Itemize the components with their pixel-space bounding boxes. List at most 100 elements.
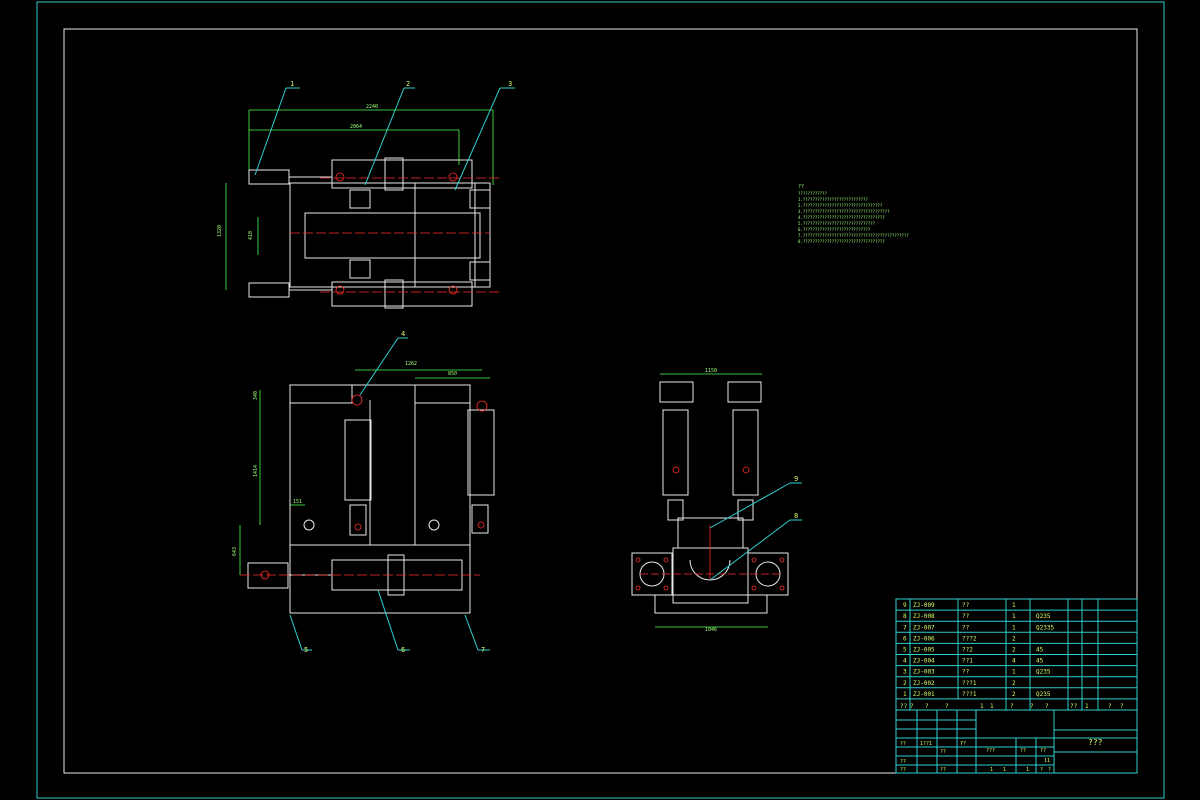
tb-cell-14: ? <box>1040 767 1043 773</box>
note-line-5: 5.?????????????????????????????? <box>798 221 876 226</box>
bom-header-12: ? <box>1120 703 1124 710</box>
bom-qty-5: 2 <box>1012 647 1016 654</box>
bom-name-4: ??1 <box>962 658 973 665</box>
tb-cell-8: ?? <box>900 767 906 773</box>
bom-header-1: ? <box>910 703 914 710</box>
callout-7: 7 <box>481 646 485 654</box>
bom-header-10: 1 <box>1085 703 1089 710</box>
bom-code-3: ZJ-003 <box>913 669 935 676</box>
bom-no-1: 1 <box>903 691 907 698</box>
bom-name-2: ???1 <box>962 680 977 687</box>
bom-qty-7: 1 <box>1012 624 1016 631</box>
front-dim-4: 1414 <box>253 465 259 477</box>
bom-name-6: ???2 <box>962 635 977 642</box>
bom-header-4: 1 <box>980 703 984 710</box>
note-line-4: 4.?????????????????????????????????? <box>798 215 885 220</box>
bom-no-6: 6 <box>903 635 907 642</box>
bom-header-9: ?? <box>1070 703 1078 710</box>
tb-cell-13: 1 <box>1026 767 1029 773</box>
callout-2: 2 <box>406 80 410 88</box>
bom-mat-7: Q2335 <box>1036 624 1054 631</box>
tb-cell-12: 1 <box>1003 767 1006 773</box>
side-dim-1: 1150 <box>705 368 717 374</box>
tb-cell-3: ?? <box>960 741 966 747</box>
bom-mat-5: 45 <box>1036 647 1044 654</box>
top-dim-1: 2240 <box>366 104 378 110</box>
bom-code-7: ZJ-007 <box>913 624 935 631</box>
callout-8: 8 <box>794 512 798 520</box>
bom-qty-9: 1 <box>1012 602 1016 609</box>
outer-sheet-border <box>36 1 1165 799</box>
bom-qty-8: 1 <box>1012 613 1016 620</box>
bom-name-5: ??2 <box>962 647 973 654</box>
tb-cell-0: ?? <box>900 741 906 747</box>
bom-mat-1: Q235 <box>1036 691 1051 698</box>
bom-qty-3: 1 <box>1012 669 1016 676</box>
inner-drawing-frame <box>63 28 1138 774</box>
tb-cell-16: 11 <box>1044 758 1050 764</box>
tb-cell-4: ?? <box>900 759 906 765</box>
bom-no-3: 3 <box>903 669 907 676</box>
bom-mat-8: Q235 <box>1036 613 1051 620</box>
top-dim-4: 410 <box>248 231 254 240</box>
bom-name-9: ?? <box>962 602 970 609</box>
bom-name-1: ???1 <box>962 691 977 698</box>
front-dim-6: 643 <box>232 547 238 556</box>
side-dim-2: 1046 <box>705 627 717 633</box>
front-view: 1262 850 340 1414 151 643 <box>232 330 495 654</box>
front-dim-1: 1262 <box>405 361 417 367</box>
tb-cell-1: 1??1 <box>920 741 932 747</box>
front-dim-3: 340 <box>253 391 259 400</box>
tb-cell-15: ? <box>1048 767 1051 773</box>
drawing-name: ??? <box>1088 738 1103 747</box>
bom-code-8: ZJ-008 <box>913 613 935 620</box>
bom-name-8: ?? <box>962 613 970 620</box>
bom-code-1: ZJ-001 <box>913 691 935 698</box>
top-dim-2: 2064 <box>350 124 362 130</box>
bom-qty-6: 2 <box>1012 635 1016 642</box>
bom-no-7: 7 <box>903 624 907 631</box>
bom-header-7: ? <box>1030 703 1034 710</box>
top-view: 2240 2064 1320 410 1 2 <box>217 80 515 309</box>
callout-1: 1 <box>290 80 294 88</box>
bom-code-2: ZJ-002 <box>913 680 935 687</box>
bom-no-8: 8 <box>903 613 907 620</box>
note-line-8: 8.?????????????????????????????????? <box>798 239 885 244</box>
note-line-0: ???????????? <box>798 191 827 196</box>
bom-header-5: 1 <box>990 703 994 710</box>
bom-no-5: 5 <box>903 647 907 654</box>
callout-5: 5 <box>304 646 308 654</box>
note-line-6: 6.???????????????????????????? <box>798 227 871 232</box>
bom-code-6: ZJ-006 <box>913 635 935 642</box>
bom-qty-1: 2 <box>1012 691 1016 698</box>
bom-header-11: ? <box>1108 703 1112 710</box>
title-block: ??? ?? 1??1 ?? ?? ?? ??? ?? ?? ?? ?? ? 1… <box>895 709 1138 774</box>
bom-header-8: ? <box>1045 703 1049 710</box>
bom-header-6: ? <box>1010 703 1014 710</box>
bom-header-0: ?? <box>900 703 908 710</box>
callout-9: 9 <box>794 475 798 483</box>
bom-no-9: 9 <box>903 602 907 609</box>
top-dim-3: 1320 <box>217 225 223 237</box>
bom-no-4: 4 <box>903 658 907 665</box>
notes-title: ?? <box>798 184 804 190</box>
bom-qty-2: 2 <box>1012 680 1016 687</box>
note-line-7: 7.??????????????????????????????????????… <box>798 233 909 238</box>
tb-cell-9: ?? <box>940 767 946 773</box>
front-dim-5: 151 <box>293 499 302 505</box>
bom-code-4: ZJ-004 <box>913 658 935 665</box>
side-view: 1150 1046 9 8 <box>631 368 802 633</box>
bom-code-5: ZJ-005 <box>913 647 935 654</box>
note-line-2: 2.????????????????????????????????? <box>798 203 883 208</box>
bom-name-3: ?? <box>962 669 970 676</box>
tb-cell-11: 1 <box>990 767 993 773</box>
tb-cell-2: ?? <box>940 749 946 755</box>
tb-cell-7: ?? <box>1040 748 1046 754</box>
bom-mat-3: Q235 <box>1036 669 1051 676</box>
bom-qty-4: 4 <box>1012 658 1016 665</box>
callout-4: 4 <box>401 330 405 338</box>
bom-no-2: 2 <box>903 680 907 687</box>
tb-cell-5: ??? <box>986 748 995 754</box>
